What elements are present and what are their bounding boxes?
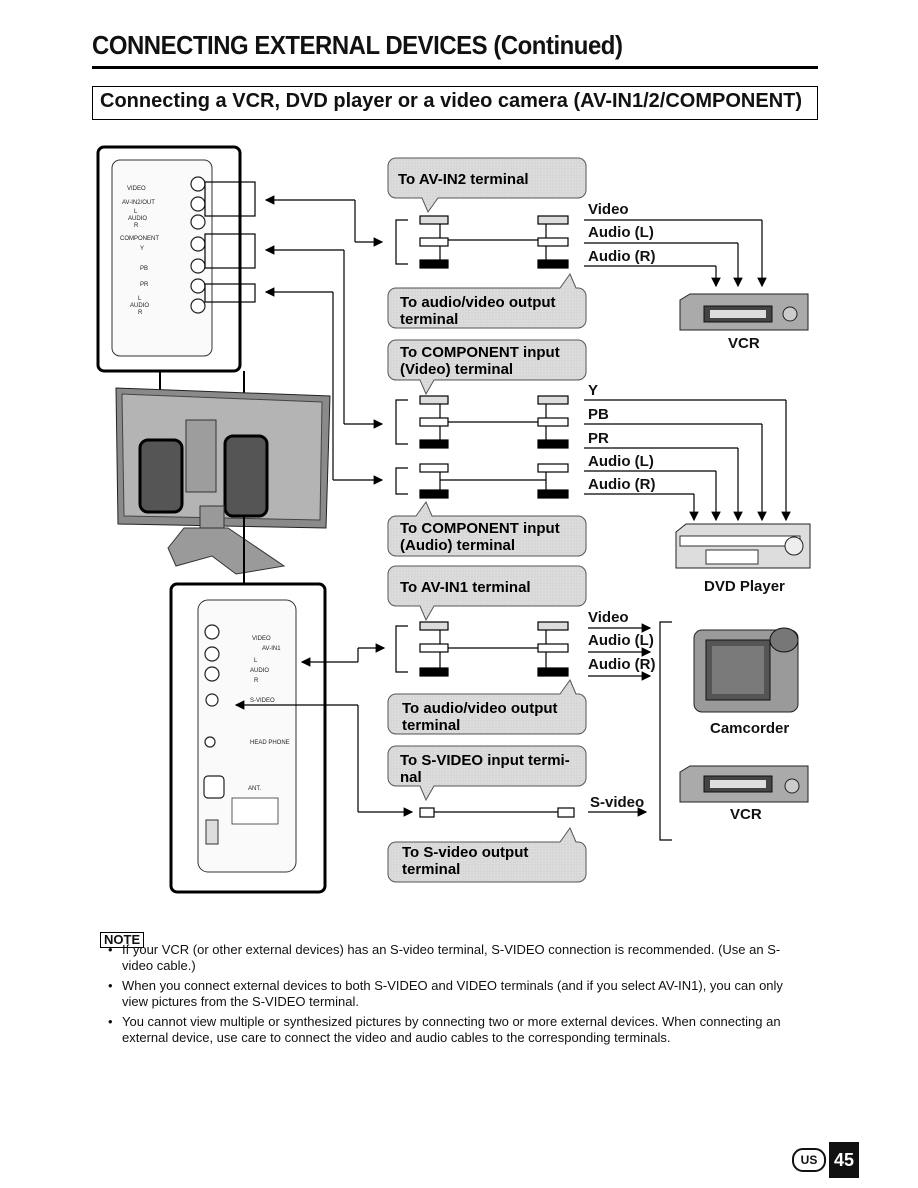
panel-l-label: L [134, 209, 138, 215]
dvd-player-illustration [675, 523, 811, 569]
lower-r-label: R [254, 678, 259, 684]
device-label-camcorder: Camcorder [710, 720, 790, 737]
title-rule [92, 66, 818, 69]
note-item: If your VCR (or other external devices) … [106, 942, 806, 974]
panel-audio2-label: AUDIO [130, 303, 149, 309]
lower-panel-callout [169, 582, 327, 894]
page-number: 45 [829, 1142, 859, 1178]
cable-group-1 [395, 215, 767, 288]
note-item: You cannot view multiple or synthesized … [106, 1014, 806, 1046]
panel-audio-label: AUDIO [128, 216, 147, 222]
bubble-svideo-out-line1: To S-video output [402, 844, 529, 861]
label-audio-l-3: Audio (L) [588, 632, 654, 649]
bubble-av-in2-shape [387, 157, 587, 214]
region-badge: US [792, 1148, 826, 1172]
note-item: When you connect external devices to bot… [106, 978, 806, 1010]
bubble-av-in2: To AV-IN2 terminal [398, 171, 529, 188]
lower-video-label: VIDEO [252, 636, 271, 642]
bubble-av-out-1-line1: To audio/video output [400, 294, 556, 311]
label-video-1: Video [588, 201, 629, 218]
section-box [92, 86, 818, 120]
bubble-av-in1-shape [387, 565, 587, 622]
page-title: CONNECTING EXTERNAL DEVICES (Continued) [92, 30, 623, 60]
section-title: Connecting a VCR, DVD player or a video … [100, 90, 803, 112]
bubble-av-in1: To AV-IN1 terminal [400, 579, 531, 596]
panel-y-label: Y [140, 246, 144, 252]
bubble-comp-video-line1: To COMPONENT input [400, 344, 560, 361]
lower-l-label: L [254, 658, 258, 664]
device-label-vcr-1: VCR [728, 335, 760, 352]
note-list: If your VCR (or other external devices) … [106, 942, 806, 1050]
bubble-av-out-2-line2: terminal [402, 717, 461, 734]
bubble-svideo-in-line2: nal [400, 769, 422, 786]
label-audio-l-2: Audio (L) [588, 453, 654, 470]
panel-video-label: VIDEO [127, 186, 146, 192]
panel-r-label: R [134, 223, 139, 229]
bubble-comp-video-shape [387, 339, 587, 396]
bubble-comp-video-line2: (Video) terminal [400, 361, 514, 378]
label-audio-r-1: Audio (R) [588, 248, 656, 265]
camcorder-illustration [693, 627, 799, 713]
bubble-svideo-out-shape [387, 826, 587, 883]
bubble-svideo-in-shape [387, 745, 587, 802]
bubble-av-out-1-line2: terminal [400, 311, 459, 328]
tv-illustration [115, 371, 331, 584]
bubble-av-out-2-shape [387, 678, 587, 735]
device-label-dvd: DVD Player [704, 578, 785, 595]
bubble-svideo-in-line1: To S-VIDEO input termi- [400, 752, 570, 769]
vcr-1-illustration [679, 293, 809, 331]
label-pb: PB [588, 406, 609, 423]
label-audio-r-2: Audio (R) [588, 476, 656, 493]
lower-headphone-label: HEAD PHONE [250, 740, 290, 746]
label-svideo: S-video [590, 794, 645, 811]
bubble-comp-audio-line2: (Audio) terminal [400, 537, 515, 554]
label-pr: PR [588, 430, 609, 447]
panel-component-label: COMPONENT [120, 236, 159, 242]
svideo-cable [419, 807, 648, 818]
lower-svideo-label: S-VIDEO [250, 698, 275, 704]
panel-r2-label: R [138, 310, 143, 316]
bubble-svideo-out-line2: terminal [402, 861, 461, 878]
lower-audio-label: AUDIO [250, 668, 269, 674]
label-video-3: Video [588, 609, 629, 626]
panel-pb-label: PB [140, 266, 148, 272]
vcr-2-illustration [679, 765, 809, 803]
panel-l2-label: L [138, 296, 142, 302]
lower-ant-label: ANT. [248, 786, 261, 792]
upper-panel-callout [96, 145, 256, 373]
device-label-vcr-2: VCR [730, 806, 762, 823]
cable-group-2 [395, 395, 791, 522]
bubble-av-out-1-shape [387, 272, 587, 329]
bubble-av-out-2-line1: To audio/video output [402, 700, 558, 717]
bubble-comp-audio-line1: To COMPONENT input [400, 520, 560, 537]
lower-avin1-label: AV-IN1 [262, 646, 281, 652]
connection-diagram: VIDEO AV-IN2/OUT L AUDIO R COMPONENT Y P… [96, 145, 811, 894]
cable-group-3 [395, 621, 672, 841]
panel-avin2-label: AV-IN2/OUT [122, 200, 155, 206]
panel-pr-label: PR [140, 282, 149, 288]
bubble-comp-audio-shape [387, 500, 587, 557]
label-audio-r-3: Audio (R) [588, 656, 656, 673]
label-audio-l-1: Audio (L) [588, 224, 654, 241]
label-y: Y [588, 382, 599, 399]
